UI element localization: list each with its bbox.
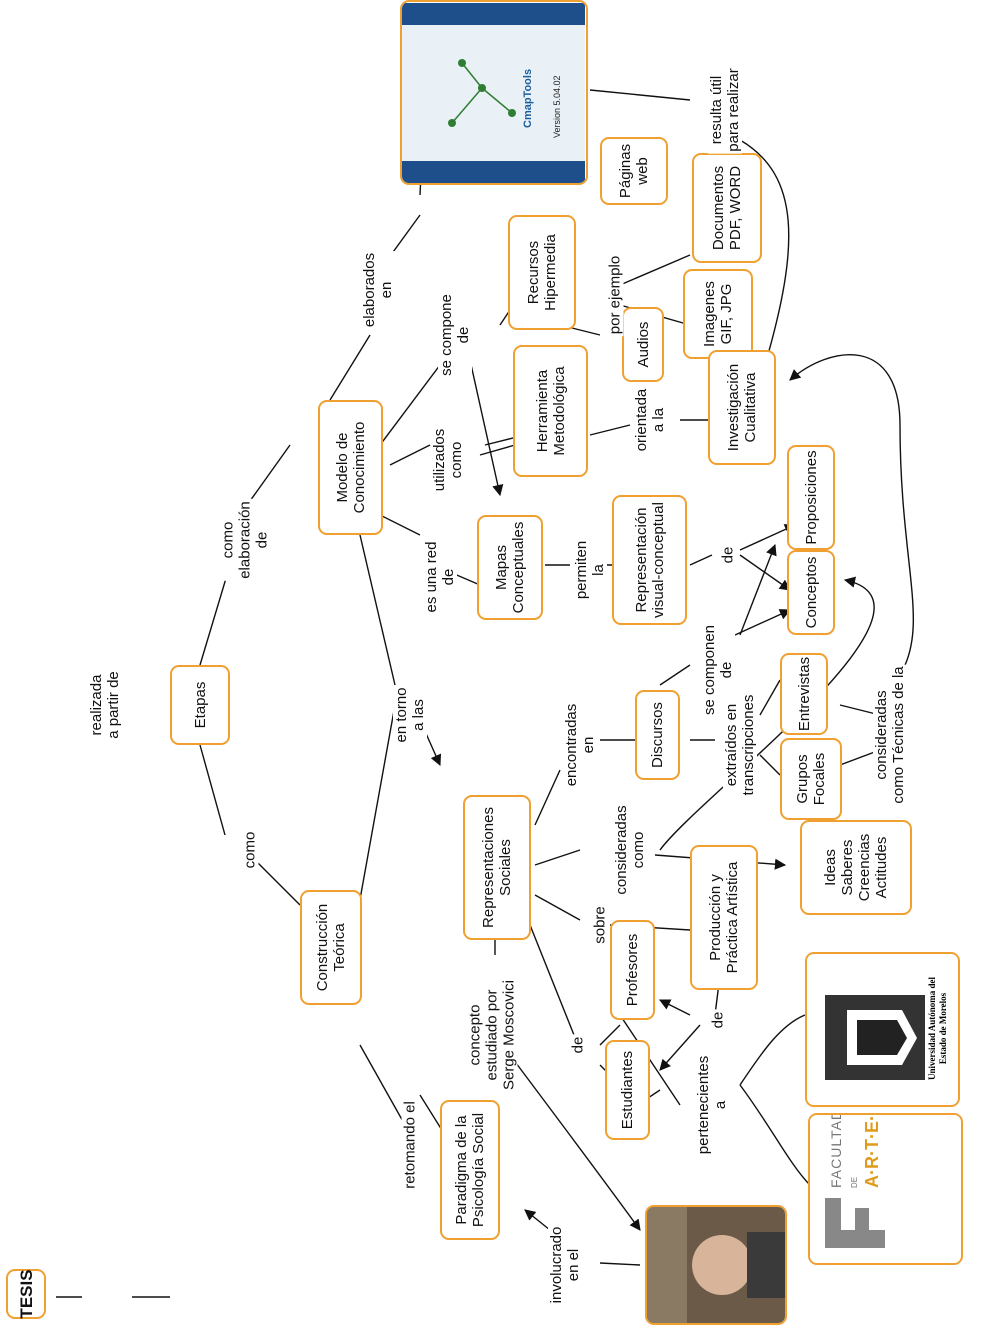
label-concepto-moscovici: concepto estudiado por Serge Moscovici [467, 978, 518, 1092]
label-resulta-util: resulta útil para realizar [708, 66, 742, 153]
portrait-graphic [647, 1207, 785, 1323]
label-involucrado: involucrado en el [548, 1225, 582, 1306]
node-estudiantes: Estudiantes [605, 1040, 650, 1140]
node-modelo-conocimiento: Modelo de Conocimiento [318, 400, 383, 535]
node-documentos: Documentos PDF, WORD [692, 153, 762, 263]
node-proposiciones: Proposiciones [787, 445, 835, 550]
node-conceptos: Conceptos [787, 550, 835, 635]
label-de-actores: de [570, 1035, 587, 1056]
label-es-una-red: es una red de [423, 540, 457, 615]
node-recursos-hipermedia: Recursos Hipermedia [508, 215, 576, 330]
label-como-elaboracion: como elaboración de [220, 499, 271, 581]
node-grupos-focales: Grupos Focales [780, 738, 842, 820]
node-representacion-visual: Representación visual-conceptual [612, 495, 687, 625]
node-tesis: TESIS [6, 1269, 46, 1319]
label-se-compone: se compone de [438, 292, 472, 378]
cmap-version: Version 5.04.02 [552, 75, 562, 138]
facultad-label: FACULTAD [828, 1113, 844, 1188]
artes-label: A·R·T·E·S [862, 1113, 883, 1188]
node-audios: Audios [622, 307, 664, 382]
cmaptools-screenshot: CmapTools Version 5.04.02 [400, 0, 588, 185]
label-sobre: sobre [592, 904, 609, 946]
node-profesores: Profesores [610, 920, 655, 1020]
uaem-name: Universidad Autónoma del Estado de Morel… [927, 956, 949, 1101]
node-entrevistas: Entrevistas [780, 653, 828, 735]
facultad-de-label: DE [850, 1177, 859, 1188]
node-construccion-teorica: Construcción Teórica [300, 890, 362, 1005]
node-representaciones-sociales: Representaciones Sociales [463, 795, 531, 940]
node-discursos: Discursos [635, 690, 680, 780]
label-elaborados: elaborados en [361, 251, 395, 329]
node-paginas-web: Páginas web [600, 137, 668, 205]
label-de-produccion: de [710, 1010, 727, 1031]
node-ideas: Ideas Saberes Creencias Actitudes [800, 820, 912, 915]
label-en-torno: en torno a las [393, 685, 427, 744]
label-retomando: retomando el [402, 1099, 419, 1191]
label-de-representacion: de [720, 545, 737, 566]
label-realizada: realizada a partir de [88, 669, 122, 741]
node-paradigma: Paradigma de la Psicología Social [440, 1100, 500, 1240]
node-produccion: Producción y Práctica Artística [690, 845, 758, 990]
label-pertenecientes: pertenecientes a [695, 1054, 729, 1156]
uaem-logo: Universidad Autónoma del Estado de Morel… [805, 952, 960, 1107]
label-utilizados: utilizados como [431, 427, 465, 494]
facultad-artes-logo: FACULTAD DE A·R·T·E·S [808, 1113, 963, 1265]
node-etapas: Etapas [170, 665, 230, 745]
label-extraidos: extraídos en transcripciones [723, 693, 757, 798]
label-permiten: permiten la [573, 539, 607, 601]
cmap-name: CmapTools [522, 69, 534, 128]
label-consideradas: consideradas como [613, 803, 647, 896]
node-mapas-conceptuales: Mapas Conceptuales [477, 515, 543, 620]
label-como: como [242, 830, 259, 871]
node-imagenes: Imagenes GIF, JPG [683, 269, 753, 359]
label-encontradas: encontradas en [563, 702, 597, 789]
node-herramienta-metodologica: Herramienta Metodológica [513, 345, 588, 477]
label-consideradas-tecnicas: consideradas como Técnicas de la [873, 664, 907, 805]
moscovici-photo [645, 1205, 787, 1325]
label-orientada: orientada a la [633, 387, 667, 454]
label-por-ejemplo: por ejemplo [607, 254, 624, 336]
node-investigacion-cualitativa: Investigación Cualitativa [708, 350, 776, 465]
